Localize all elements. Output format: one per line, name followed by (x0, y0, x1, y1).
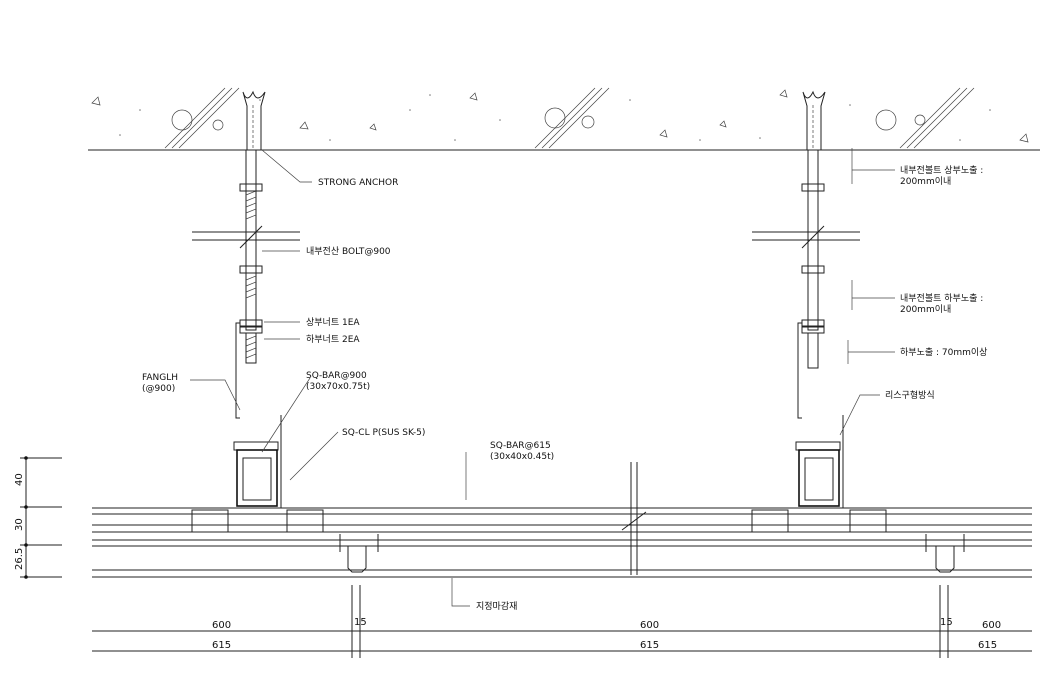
concrete-slab (88, 87, 1040, 151)
label-sq-bar-900-1: SQ-BAR@900 (306, 371, 367, 381)
dim-30: 30 (14, 518, 25, 531)
label-sq-bar-615-2: (30x40x0.45t) (490, 452, 554, 462)
dim-615-left: 615 (212, 640, 231, 651)
dim-15-left: 15 (354, 617, 367, 628)
label-lower-exposure-1: 내부전볼트 하부노출 : (900, 293, 983, 304)
label-upper-exposure-1: 내부전볼트 상부노출 : (900, 165, 983, 176)
label-bottom-exposure: 하부노출 : 70mm이상 (900, 347, 987, 358)
dim-615-mid: 615 (640, 640, 659, 651)
vertical-dimensions: 40 30 26.5 (14, 456, 62, 579)
dim-40: 40 (14, 473, 25, 486)
horizontal-dimensions: 600 15 600 15 600 615 615 615 (92, 585, 1032, 658)
dim-26-5: 26.5 (14, 548, 25, 570)
label-angle-1: FANGLH (142, 373, 178, 383)
leader-lines (190, 148, 895, 607)
dim-615-right: 615 (978, 640, 997, 651)
label-bolt: 내부전산 BOLT@900 (306, 246, 391, 257)
label-lower-exposure-2: 200mm이내 (900, 304, 951, 315)
label-upper-exposure-2: 200mm이내 (900, 176, 951, 187)
label-sq-clip: SQ-CL P(SUS SK-5) (342, 428, 425, 438)
label-sq-bar-615-1: SQ-BAR@615 (490, 441, 551, 451)
label-angle-2: (@900) (142, 384, 175, 394)
dim-15-right: 15 (940, 617, 953, 628)
label-strong-anchor: STRONG ANCHOR (318, 178, 398, 188)
label-sq-bar-900-2: (30x70x0.75t) (306, 382, 370, 392)
label-upper-nut: 상부너트 1EA (306, 317, 360, 328)
hanger-assembly-right (752, 90, 860, 508)
dim-600-left: 600 (212, 620, 231, 631)
label-fixing-method: 리스구형방식 (885, 390, 935, 401)
label-finish: 지정마감재 (476, 600, 517, 612)
label-lower-nut: 하부너트 2EA (306, 334, 360, 345)
dim-600-right: 600 (982, 620, 1001, 631)
dim-600-mid: 600 (640, 620, 659, 631)
ceiling-bars (92, 462, 1032, 578)
hanger-assembly-left (192, 90, 300, 508)
